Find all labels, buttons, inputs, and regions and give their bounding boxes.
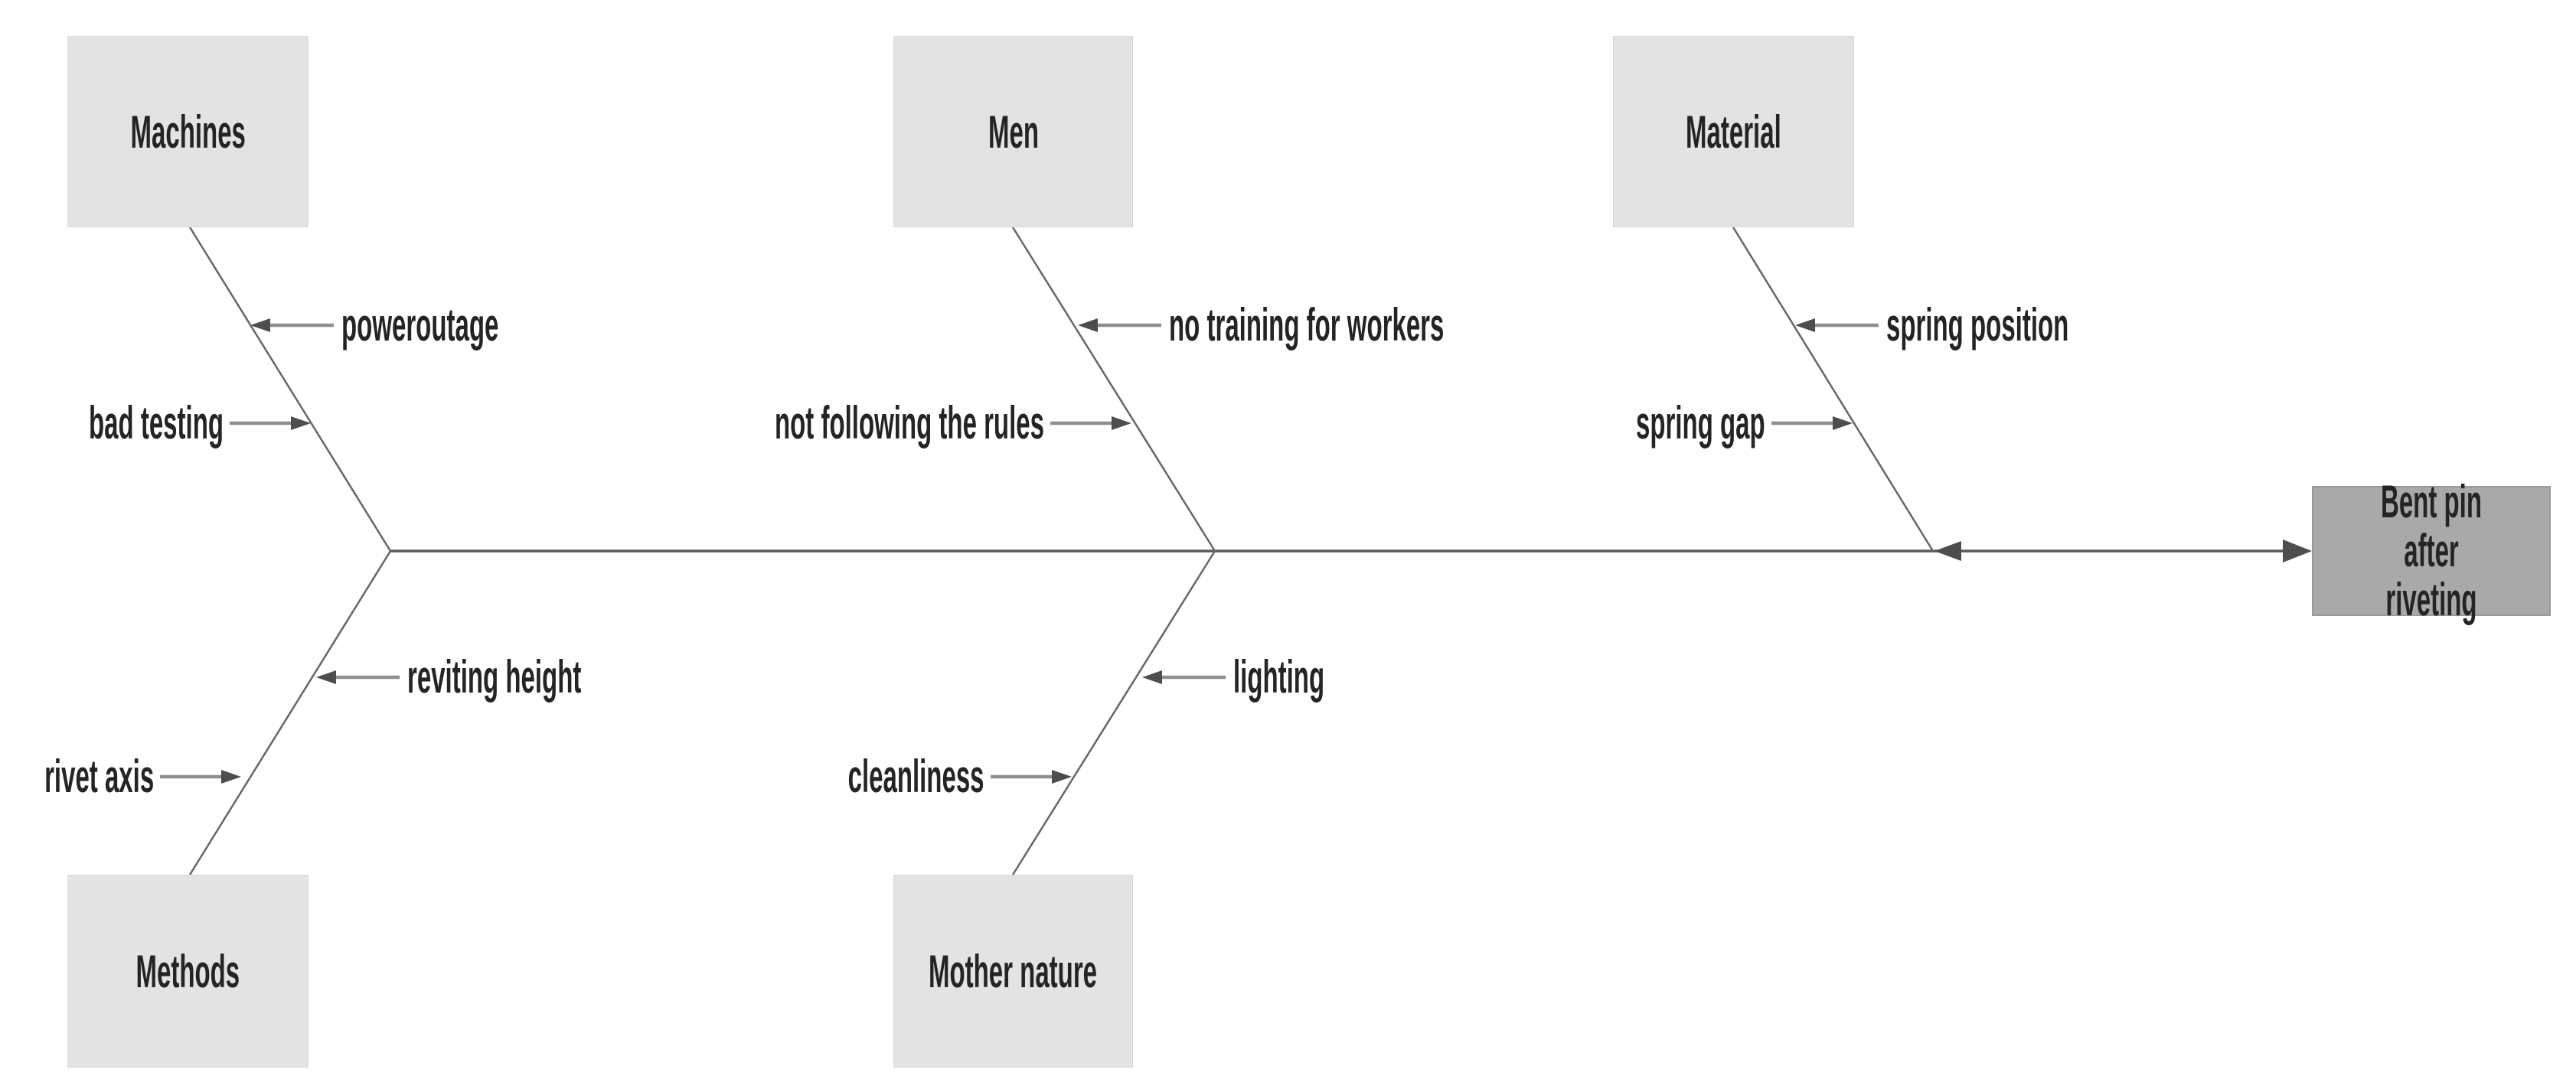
lighting-arrowhead-icon [1142,670,1162,684]
men-bone-line [1011,227,1216,552]
category-label-material: Material [1686,106,1781,158]
category-box-methods[interactable]: Methods [67,875,309,1068]
spring-gap-arrowhead-icon [1833,416,1853,430]
category-label-mother-nature: Mother nature [929,945,1098,997]
cause-label-rivet-axis: rivet axis [44,751,154,802]
methods-bone-line [188,550,392,875]
bad-testing-arrowhead-icon [291,416,311,430]
cause-label-cleanliness: cleanliness [848,751,984,802]
cleanliness-arrowhead-icon [1052,770,1072,784]
poweroutage-arrowhead-icon [250,318,270,332]
spine-mid-arrowhead-icon [1934,541,1961,561]
category-box-material[interactable]: Material [1613,36,1854,227]
cause-label-not-following-the-rules: not following the rules [775,397,1044,448]
reviting-height-arrowhead-icon [316,670,336,684]
cause-label-spring-position: spring position [1886,299,2069,351]
category-box-men[interactable]: Men [893,36,1133,227]
material-bone-line [1732,227,1934,552]
category-box-machines[interactable]: Machines [67,36,309,227]
spring-position-arrowhead-icon [1795,318,1815,332]
cause-label-bad-testing: bad testing [88,397,224,448]
effect-box[interactable]: Bent pin after riveting [2312,478,2551,624]
category-box-mother-nature[interactable]: Mother nature [893,875,1133,1068]
spine-arrowhead-icon [2283,540,2312,562]
mother-nature-bone-line [1011,550,1216,875]
cause-label-poweroutage: poweroutage [341,299,499,351]
cause-label-spring-gap: spring gap [1636,397,1765,448]
not-following-arrowhead-icon [1112,416,1131,430]
cause-label-no-training-for-workers: no training for workers [1169,299,1445,351]
category-label-machines: Machines [130,106,246,158]
cause-label-lighting: lighting [1233,651,1325,703]
rivet-axis-arrowhead-icon [221,770,241,784]
no-training-arrowhead-icon [1078,318,1098,332]
machines-bone-line [188,227,392,552]
category-label-men: Men [988,106,1039,158]
category-label-methods: Methods [135,945,240,997]
effect-label: Bent pin after riveting [2381,476,2482,625]
cause-label-reviting-height: reviting height [407,651,582,703]
